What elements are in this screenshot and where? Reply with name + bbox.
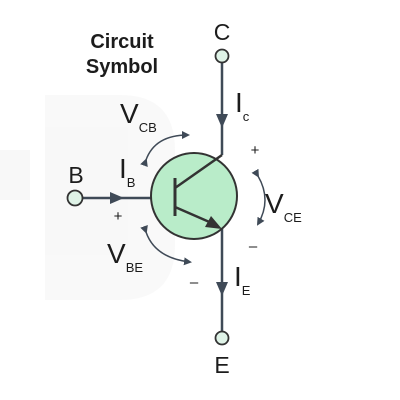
vce-minus-sign: –: [249, 238, 258, 255]
base-label: B: [68, 162, 83, 188]
transistor-body: [150, 152, 238, 240]
vbe-plus-sign: +: [114, 208, 123, 225]
vce-plus-sign: +: [251, 142, 260, 159]
vbe-minus-sign: –: [190, 274, 199, 291]
base-terminal: [66, 189, 84, 207]
collector-current-label: Ic: [235, 87, 250, 124]
base-current-arrow: [110, 192, 124, 204]
vbe-label: VBE: [107, 238, 143, 275]
vcb-label: VCB: [120, 98, 157, 135]
collector-internal: [174, 153, 223, 190]
diagram-title-line-2: Symbol: [86, 56, 158, 78]
vce-label: VCE: [265, 188, 302, 225]
emitter-internal: [174, 205, 215, 226]
emitter-current-arrow: [216, 282, 228, 296]
emitter-terminal: [214, 330, 230, 346]
emitter-arrow-icon: [205, 216, 222, 229]
collector-terminal: [214, 48, 230, 64]
base-current-label: IB: [119, 153, 135, 190]
collector-current-arrow: [216, 114, 228, 128]
diagram-title-line-1: Circuit: [90, 31, 154, 53]
emitter-label: E: [214, 352, 229, 378]
vbe-arc-arrow: [140, 225, 192, 266]
vcb-arc-arrow: [140, 131, 190, 168]
vce-arc-arrow: [251, 168, 266, 226]
collector-label: C: [214, 19, 231, 45]
emitter-current-label: IE: [234, 261, 251, 298]
